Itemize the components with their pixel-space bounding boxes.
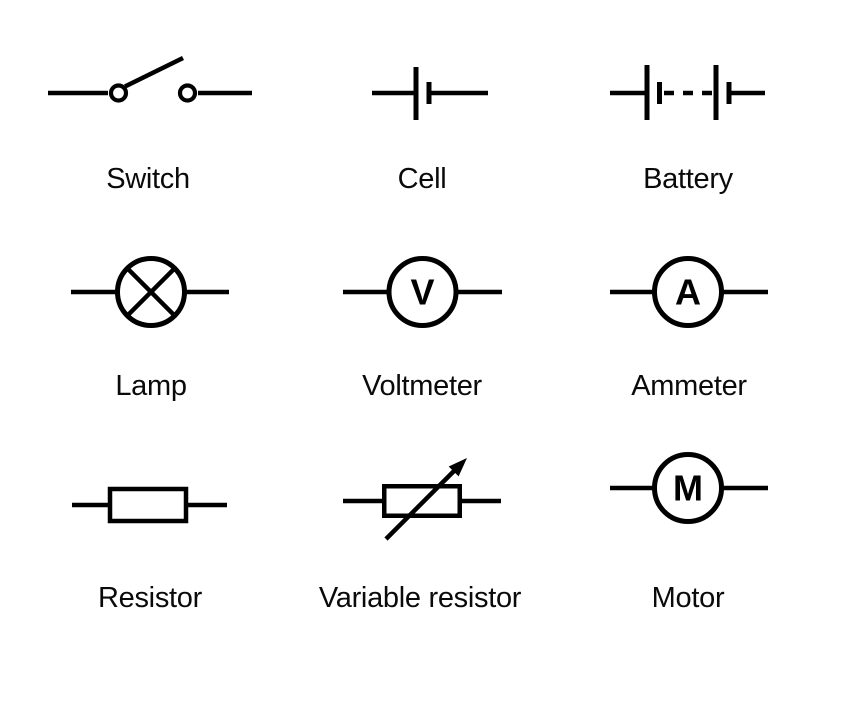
cell-symbol-icon — [372, 67, 488, 120]
ammeter-symbol-icon: A — [610, 256, 768, 328]
battery-symbol-icon — [610, 65, 765, 120]
voltmeter-symbol-icon: V — [343, 256, 502, 328]
label-voltmeter: Voltmeter — [362, 370, 482, 402]
label-motor: Motor — [651, 582, 725, 614]
switch-symbol-icon — [48, 55, 252, 103]
label-cell: Cell — [397, 163, 447, 195]
label-switch: Switch — [106, 163, 190, 195]
ammeter-letter: A — [675, 272, 701, 313]
lamp-symbol-icon — [71, 256, 229, 328]
voltmeter-letter: V — [410, 272, 434, 313]
label-variable-resistor: Variable resistor — [318, 582, 522, 614]
label-ammeter: Ammeter — [631, 370, 747, 402]
label-resistor: Resistor — [98, 582, 202, 614]
label-lamp: Lamp — [115, 370, 187, 402]
label-battery: Battery — [643, 163, 733, 195]
motor-letter: M — [673, 468, 703, 509]
variable-resistor-symbol-icon — [343, 458, 501, 541]
resistor-symbol-icon — [72, 486, 227, 524]
motor-symbol-icon: M — [610, 452, 768, 524]
